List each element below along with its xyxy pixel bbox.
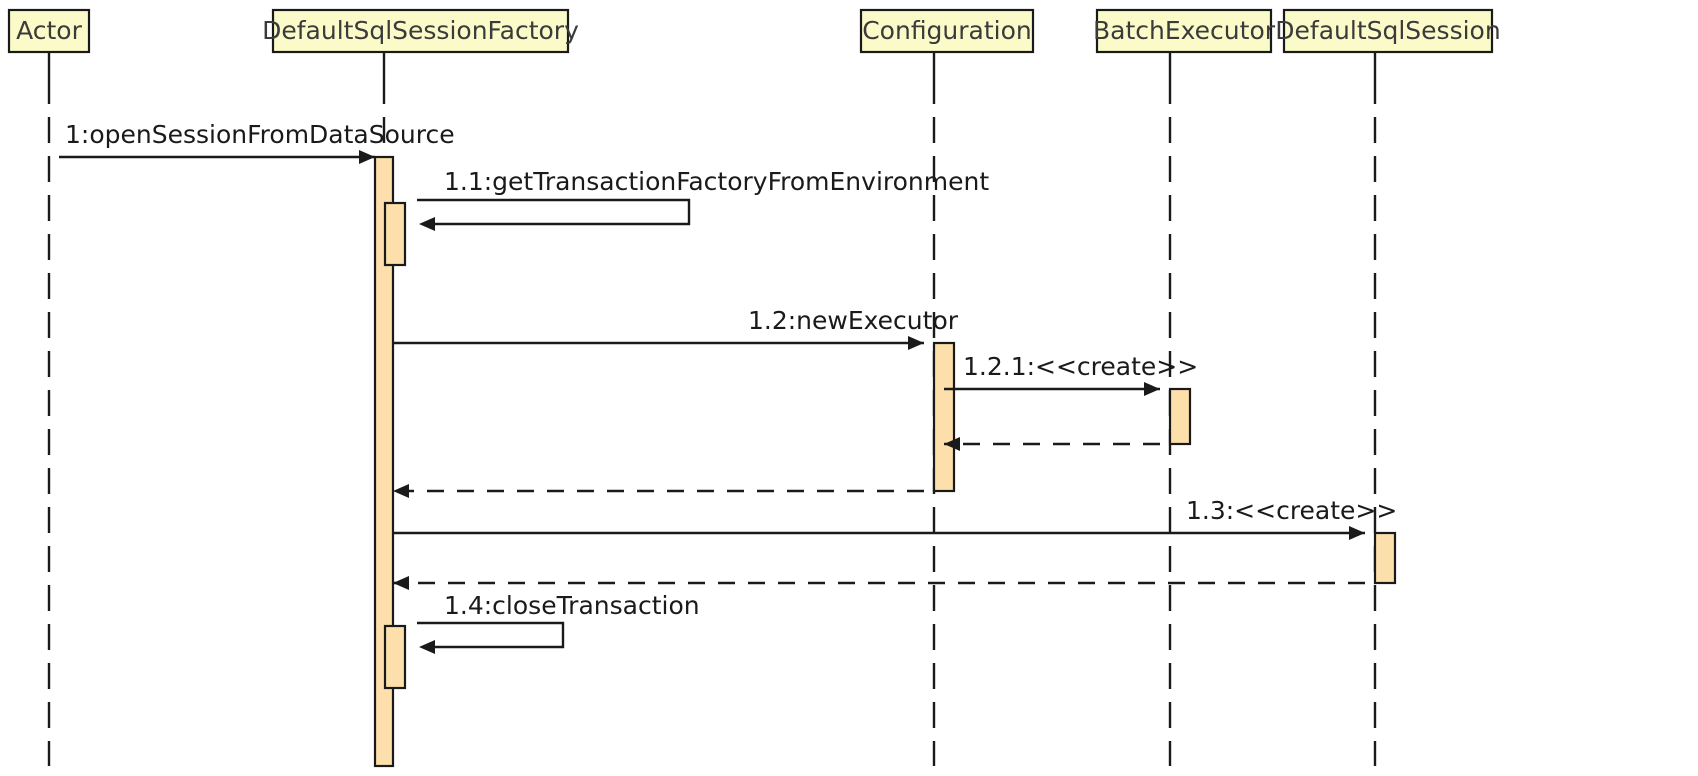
activation-bar-factory bbox=[373, 155, 395, 768]
arrowhead bbox=[1144, 382, 1160, 396]
participant-session[interactable]: DefaultSqlSession bbox=[1275, 8, 1501, 54]
participant-actor[interactable]: Actor bbox=[7, 8, 91, 54]
message-label: 1.2.1:<<create>> bbox=[963, 352, 1198, 381]
participant-box-batch[interactable] bbox=[1095, 8, 1273, 54]
message-label: 1.4:closeTransaction bbox=[444, 591, 700, 620]
message-label: 1.3:<<create>> bbox=[1186, 496, 1397, 525]
participant-label-batch: BatchExecutor bbox=[1093, 16, 1276, 45]
message-1.2r bbox=[393, 484, 924, 498]
activation-bar-factory bbox=[383, 624, 407, 690]
participant-config[interactable]: Configuration bbox=[859, 8, 1035, 54]
arrowhead bbox=[908, 336, 924, 350]
arrowhead bbox=[1349, 526, 1365, 540]
participant-label-config: Configuration bbox=[862, 16, 1032, 45]
participant-label-factory: DefaultSqlSessionFactory bbox=[262, 16, 579, 45]
arrowhead bbox=[419, 217, 435, 231]
arrowhead bbox=[393, 576, 409, 590]
participant-box-config[interactable] bbox=[859, 8, 1035, 54]
participant-box-factory[interactable] bbox=[271, 8, 570, 54]
message-1.1: 1.1:getTransactionFactoryFromEnvironment bbox=[417, 167, 989, 231]
activation-bar-session bbox=[1373, 531, 1397, 585]
participant-batch[interactable]: BatchExecutor bbox=[1093, 8, 1276, 54]
activation-bar-batch bbox=[1168, 387, 1192, 446]
arrowhead bbox=[419, 640, 435, 654]
lifelines-layer bbox=[47, 52, 1377, 766]
participant-label-session: DefaultSqlSession bbox=[1275, 16, 1500, 45]
message-1.2: 1.2:newExecutor bbox=[393, 306, 959, 350]
message-label: 1.2:newExecutor bbox=[748, 306, 959, 335]
activation-bar-config bbox=[932, 341, 956, 493]
activations-layer bbox=[373, 155, 1397, 768]
participant-label-actor: Actor bbox=[16, 16, 83, 45]
message-label: 1:openSessionFromDataSource bbox=[65, 120, 455, 149]
message-1.2.1: 1.2.1:<<create>> bbox=[944, 352, 1198, 396]
participant-factory[interactable]: DefaultSqlSessionFactory bbox=[262, 8, 579, 54]
arrowhead bbox=[359, 150, 375, 164]
message-1.4: 1.4:closeTransaction bbox=[417, 591, 700, 654]
arrowhead bbox=[944, 437, 960, 451]
activation-bar-factory bbox=[383, 201, 407, 267]
arrowhead bbox=[393, 484, 409, 498]
message-label: 1.1:getTransactionFactoryFromEnvironment bbox=[444, 167, 989, 196]
messages-layer: 1:openSessionFromDataSource 1.1:getTransa… bbox=[59, 120, 1397, 654]
message-1.3: 1.3:<<create>> bbox=[393, 496, 1397, 540]
participants-layer: Actor DefaultSqlSessionFactory Configurati… bbox=[7, 8, 1501, 54]
message-1.3r bbox=[393, 576, 1365, 590]
participant-box-session[interactable] bbox=[1282, 8, 1494, 54]
message-1.2.1r bbox=[944, 437, 1160, 451]
message-1: 1:openSessionFromDataSource bbox=[59, 120, 455, 164]
message-path bbox=[417, 198, 691, 226]
message-path bbox=[417, 621, 565, 649]
participant-box-actor[interactable] bbox=[7, 8, 91, 54]
